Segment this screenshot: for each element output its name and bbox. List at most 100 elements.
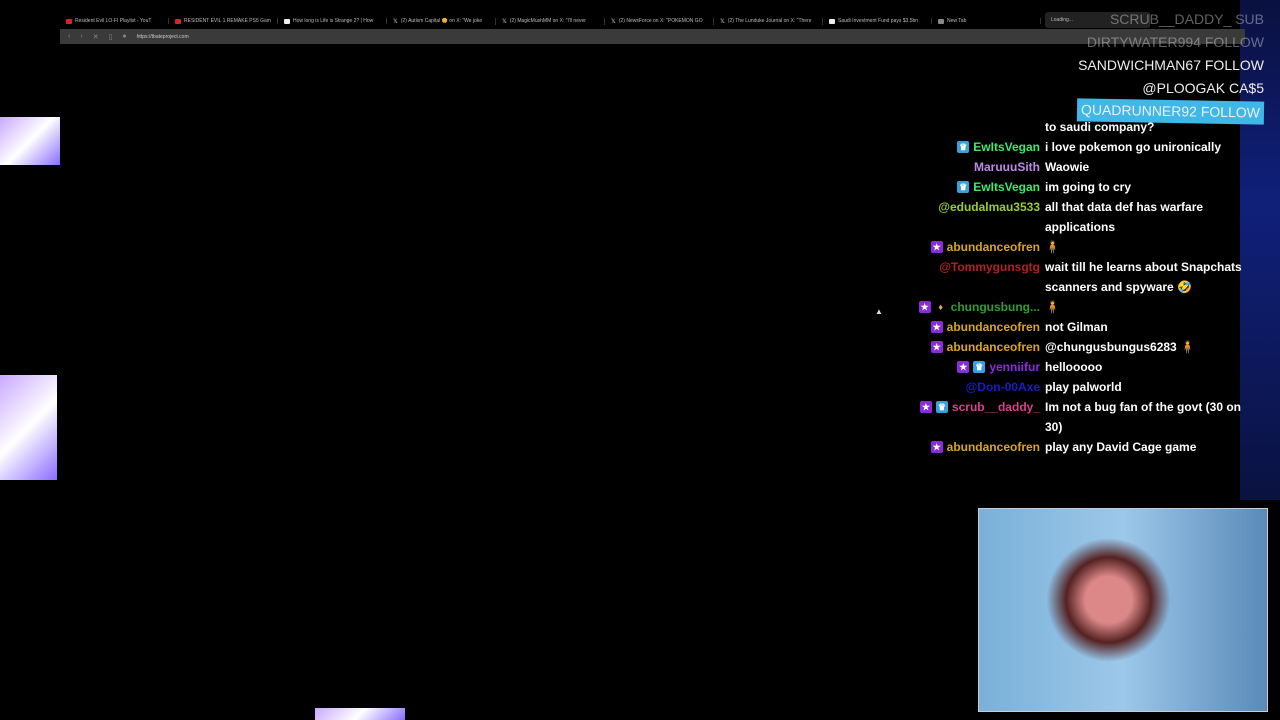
site-info-icon[interactable]: ● (122, 33, 127, 40)
chat-username: chungusbung... (950, 300, 1040, 314)
chat-text: 🧍 (1045, 240, 1060, 254)
browser-tab[interactable]: 𝕏(2) MagicMushMM on X: "I'll never (496, 17, 605, 25)
tab-label: Loading... (1051, 17, 1073, 23)
back-icon[interactable]: ‹ (68, 33, 71, 40)
glitch-artifact (315, 708, 405, 720)
chat-message: ★abundanceofren🧍 (900, 237, 1260, 257)
crown-badge-icon: ♛ (957, 181, 970, 193)
chat-username: @Don-00Axe (965, 380, 1040, 394)
browser-tab-bar: Resident Evil LO-FI Playlist - YouT RESID… (60, 12, 1245, 30)
youtube-icon (175, 18, 181, 24)
chat-username-cell: ♛EwItsVegan (900, 137, 1045, 157)
chat-message: ★♦chungusbung...🧍 (900, 297, 1260, 317)
alert-item: @PLOOGAK CA$5 (1142, 80, 1264, 96)
browser-tab[interactable]: 𝕏(2) The Lunduke Journal on X: "There (714, 17, 823, 25)
browser-tab-loading[interactable]: Loading... (1045, 12, 1150, 28)
chat-text: all that data def has warfare applicatio… (1045, 200, 1204, 234)
browser-tab[interactable]: RESIDENT EVIL 1 REMAKE PS5 Gam (169, 18, 278, 24)
browser-tab[interactable]: Resident Evil LO-FI Playlist - YouT (60, 18, 169, 24)
chat-text: i love pokemon go unironically (1045, 140, 1222, 154)
chat-username: abundanceofren (946, 320, 1040, 334)
tab-label: (2) MagicMushMM on X: "I'll never (509, 18, 586, 24)
star-badge-icon: ★ (930, 441, 943, 453)
chat-username-cell: ★abundanceofren (900, 437, 1045, 457)
chat-text: hellooooo (1045, 360, 1103, 374)
chat-username: @Tommygunsgtg (939, 260, 1040, 274)
chat-username-cell: MaruuuSith (900, 157, 1045, 177)
chat-message: ★♛scrub__daddy_ Im not a bug fan of the g… (900, 397, 1260, 437)
browser-tab[interactable]: How long is Life is Strange 2? | How (278, 18, 387, 24)
tab-label: (2) Autism Capital 🌼 on X: "We joke (400, 18, 483, 24)
chat-text: play palworld (1045, 380, 1122, 394)
chat-text: Im not a bug fan of the govt (30 on 30) (1045, 400, 1241, 434)
star-badge-icon: ★ (930, 321, 943, 333)
stream-background (1240, 0, 1280, 500)
browser-tab[interactable]: 𝕏(2) NewsForce on X: "POKÉMON GO (605, 17, 714, 25)
x-icon: 𝕏 (393, 18, 398, 25)
page-icon (284, 18, 290, 24)
chat-text: Waowie (1045, 160, 1090, 174)
star-badge-icon: ★ (919, 401, 932, 413)
stream-alerts: SCRUB__DADDY_ SUB DIRTYWATER994 FOLLOW SAN… (1076, 8, 1265, 125)
tab-label: (2) NewsForce on X: "POKÉMON GO (618, 18, 703, 24)
tab-label: RESIDENT EVIL 1 REMAKE PS5 Gam (184, 18, 271, 24)
chat-message: @Don-00Axe play palworld (900, 377, 1260, 397)
tab-label: How long is Life is Strange 2? | How (293, 18, 374, 24)
address-bar[interactable]: ‹ › ✕ ▯ ● https://tbateproject.com (60, 29, 1245, 44)
alert-row: SANDWICHMAN67 FOLLOW (1077, 54, 1264, 77)
alert-row: DIRTYWATER994 FOLLOW (1077, 31, 1264, 54)
alert-item: DIRTYWATER994 FOLLOW (1086, 34, 1264, 50)
crown-badge-icon: ♛ (935, 401, 948, 413)
star-badge-icon: ★ (957, 361, 970, 373)
chat-username-cell: ★♛yenniifur (900, 357, 1045, 377)
x-icon: 𝕏 (611, 18, 616, 25)
chat-text: @chungusbungus6283 🧍 (1045, 340, 1195, 354)
webcam-feed (978, 508, 1268, 712)
chat-message: to saudi company? (900, 117, 1260, 137)
forward-icon[interactable]: › (80, 33, 83, 40)
star-badge-icon: ★ (918, 301, 931, 313)
mouse-cursor-icon: ▲ (875, 307, 883, 316)
chat-username-cell: @Don-00Axe (900, 377, 1045, 397)
glitch-artifact (0, 117, 60, 165)
crown-badge-icon: ♛ (957, 141, 970, 153)
chat-username-cell: ★♦chungusbung... (900, 297, 1045, 317)
star-badge-icon: ★ (930, 341, 943, 353)
crown-badge-icon: ♛ (973, 361, 986, 373)
youtube-icon (66, 18, 72, 24)
chat-text: wait till he learns about Snapchats scan… (1045, 260, 1242, 294)
browser-tab[interactable]: New Tab (932, 18, 1041, 24)
stop-icon[interactable]: ✕ (92, 33, 99, 41)
chat-username-cell: @edudalmau3533 (900, 197, 1045, 217)
brave-icon (938, 18, 944, 24)
tab-label: Resident Evil LO-FI Playlist - YouT (75, 18, 152, 24)
chat-username: scrub__daddy_ (951, 400, 1040, 414)
chat-username: EwItsVegan (973, 180, 1040, 194)
chat-username: abundanceofren (946, 440, 1040, 454)
tab-label: Saudi Investment Fund pays $3.5bn (838, 18, 919, 24)
x-icon: 𝕏 (720, 18, 725, 25)
chat-username-cell: ★abundanceofren (900, 237, 1045, 257)
chat-username: @edudalmau3533 (938, 200, 1040, 214)
chat-username-cell: ♛EwItsVegan (900, 177, 1045, 197)
bookmark-icon[interactable]: ▯ (108, 33, 113, 41)
x-icon: 𝕏 (502, 18, 507, 25)
chat-username-cell: ★abundanceofren (900, 317, 1045, 337)
chat-text: im going to cry (1045, 180, 1132, 194)
chat-text: to saudi company? (1045, 120, 1155, 134)
alert-item: SCRUB__DADDY_ SUB (1109, 11, 1264, 27)
url-text[interactable]: https://tbateproject.com (136, 33, 189, 40)
browser-tab[interactable]: 𝕏(2) Autism Capital 🌼 on X: "We joke (387, 17, 496, 25)
chat-message: ★abundanceofren@chungusbungus6283 🧍 (900, 337, 1260, 357)
browser-tab[interactable]: Saudi Investment Fund pays $3.5bn (823, 18, 932, 24)
tab-label: New Tab (947, 18, 967, 24)
chat-text: play any David Cage game (1045, 440, 1197, 454)
chat-message: @edudalmau3533 all that data def has warf… (900, 197, 1260, 237)
page-icon (829, 18, 835, 24)
star-badge-icon: ★ (930, 241, 943, 253)
